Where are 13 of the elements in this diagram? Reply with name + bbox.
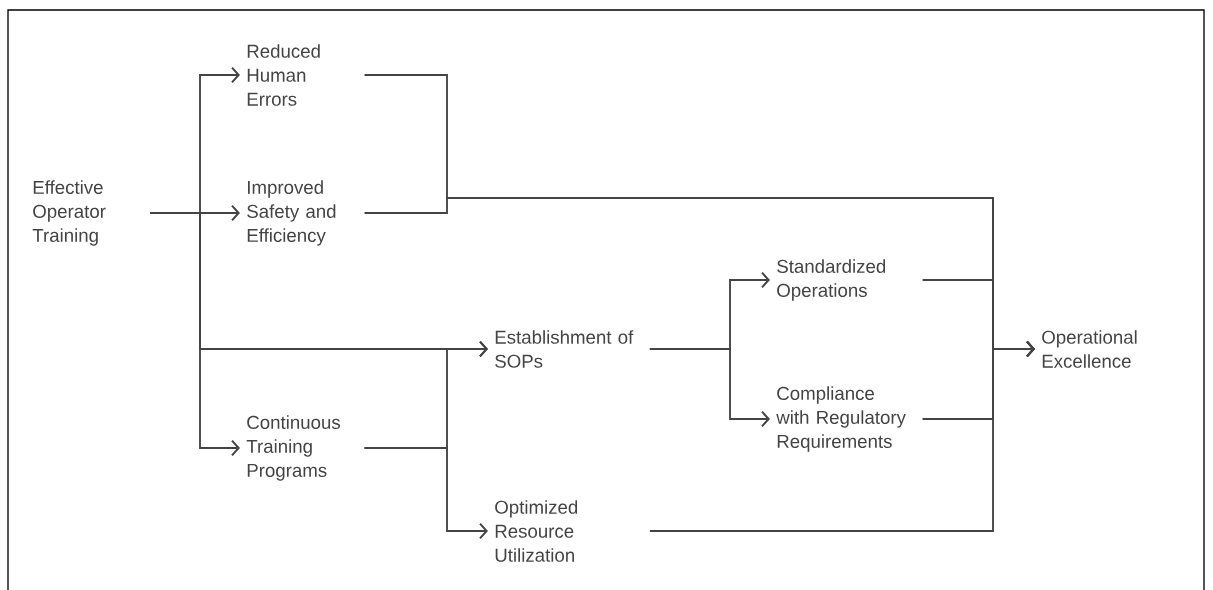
node-label: Operational Excellence — [1042, 330, 1137, 368]
node-label: Reduced Human Errors — [247, 44, 320, 106]
arrow — [648, 340, 1035, 532]
arrow — [363, 447, 488, 540]
node-label: Optimized Resource Utilization — [495, 500, 578, 562]
node-label: Effective Operator Training — [32, 180, 106, 246]
node-label: Continuous Training Programs — [246, 415, 340, 481]
node-label: Compliance with Regulatory Requirements — [776, 386, 906, 452]
arrow — [149, 212, 240, 457]
node-label: Standardized Operations — [777, 259, 886, 301]
node-label: Establishment of SOPs — [495, 330, 634, 368]
arrow — [648, 348, 770, 428]
node-label: Improved Safety and Efficiency — [247, 180, 336, 246]
